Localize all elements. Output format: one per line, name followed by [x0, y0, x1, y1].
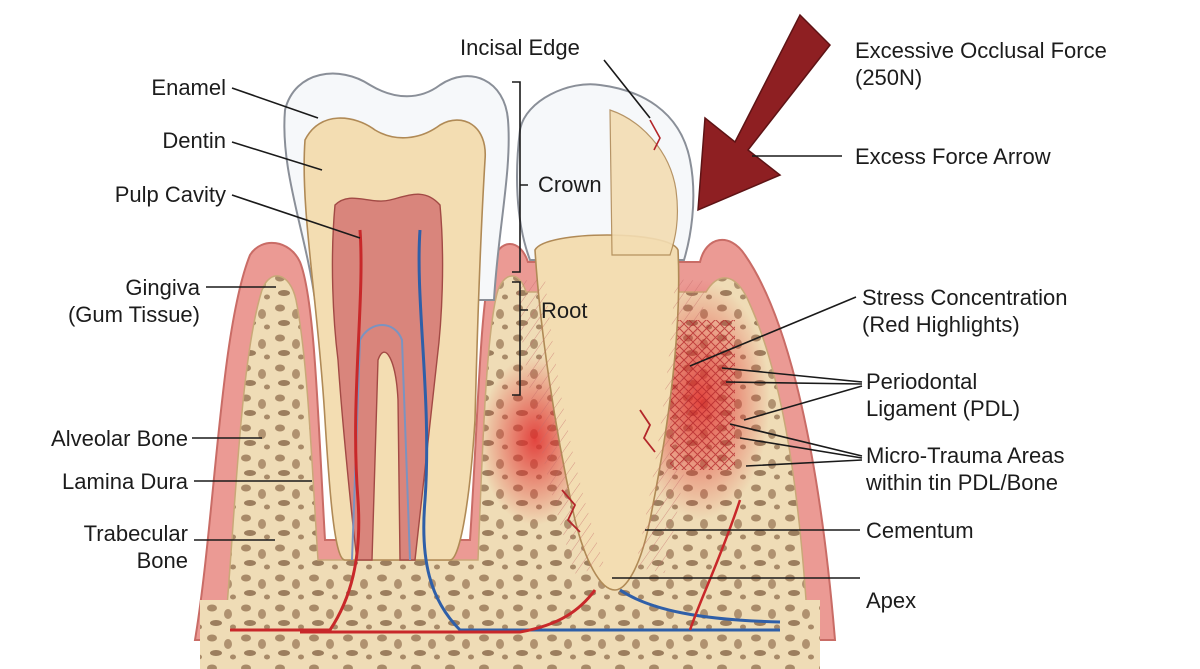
label-gingiva-line1: Gingiva — [125, 275, 200, 300]
label-trabecular-bone: Trabecular Bone — [40, 520, 188, 574]
incisor-pdl — [515, 278, 705, 575]
bone-floor — [200, 600, 820, 669]
artery — [230, 229, 363, 632]
label-incisal-edge: Incisal Edge — [460, 35, 580, 60]
label-alveolar-bone: Alveolar Bone — [51, 426, 188, 451]
label-micro-trauma: Micro-Trauma Areas within tin PDL/Bone — [866, 442, 1064, 496]
crown-bracket — [512, 81, 528, 273]
crack-line — [639, 409, 656, 453]
leader-stress — [689, 296, 857, 367]
label-trabecular-line2: Bone — [136, 548, 188, 573]
label-force-line2: (250N) — [855, 65, 923, 90]
label-cementum: Cementum — [866, 518, 974, 543]
label-pdl: Periodontal Ligament (PDL) — [866, 368, 1020, 422]
leader-enamel — [231, 87, 319, 119]
leader-micro — [729, 423, 863, 467]
label-gingiva: Gingiva (Gum Tissue) — [40, 274, 200, 328]
artery — [300, 589, 597, 634]
label-stress-line2: (Red Highlights) — [862, 312, 1020, 337]
leader-dentin — [231, 141, 323, 171]
label-pdl-line2: Ligament (PDL) — [866, 396, 1021, 421]
vein — [417, 229, 780, 632]
crack-line — [561, 489, 581, 533]
label-gingiva-line2: (Gum Tissue) — [67, 302, 200, 327]
label-stress-line1: Stress Concentration — [862, 285, 1068, 310]
label-lamina-dura: Lamina Dura — [62, 469, 188, 494]
leader-incisal — [603, 59, 651, 119]
artery — [688, 499, 742, 631]
crack-line — [649, 119, 661, 151]
label-micro-line2: within tin PDL/Bone — [866, 470, 1058, 495]
label-apex: Apex — [866, 588, 917, 613]
label-root: Root — [541, 298, 588, 323]
label-excessive-force: Excessive Occlusal Force (250N) — [855, 37, 1107, 91]
label-pulp-cavity: Pulp Cavity — [114, 182, 226, 207]
force-arrow — [697, 13, 831, 212]
label-pdl-line1: Periodontal — [866, 369, 978, 394]
incisor-crown-dentin — [609, 109, 679, 256]
label-micro-line1: Micro-Trauma Areas — [866, 443, 1065, 468]
label-crown: Crown — [538, 172, 602, 197]
leader-pdl — [721, 367, 863, 421]
label-enamel: Enamel — [151, 75, 226, 100]
label-stress-concentration: Stress Concentration (Red Highlights) — [862, 284, 1067, 338]
leader-pulp — [231, 194, 361, 239]
vein — [619, 588, 781, 624]
label-excess-force-arrow: Excess Force Arrow — [855, 144, 1051, 169]
label-trabecular-line1: Trabecular — [83, 521, 188, 546]
root-bracket — [512, 281, 528, 396]
label-dentin: Dentin — [162, 128, 226, 153]
label-force-line1: Excessive Occlusal Force — [855, 38, 1107, 63]
